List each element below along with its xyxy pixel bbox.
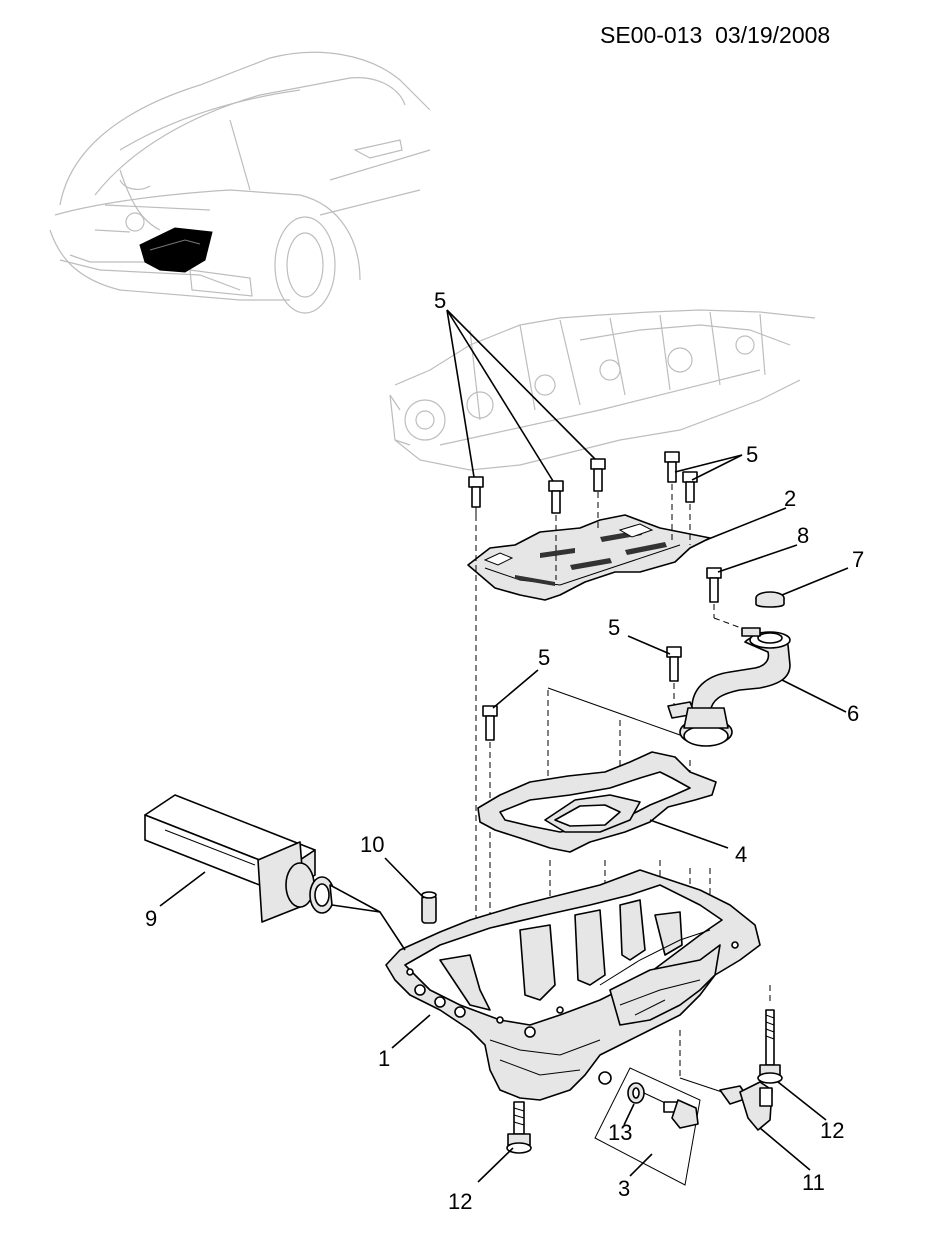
bolt (482, 705, 498, 741)
o-ring (755, 591, 785, 608)
callout-5: 5 (746, 442, 758, 467)
windage-tray (467, 514, 711, 601)
callout-1: 1 (378, 1046, 390, 1071)
long-bolt (757, 1009, 783, 1084)
callout-4: 4 (735, 842, 747, 867)
callout-13: 13 (608, 1120, 632, 1145)
dowel-pin (421, 891, 437, 924)
bolt (548, 480, 564, 514)
drain-plug-kit (594, 1067, 701, 1186)
bolt-set-lower (506, 1009, 783, 1154)
bolt (590, 458, 606, 492)
bolt (682, 471, 698, 503)
callout-6: 6 (847, 701, 859, 726)
callout-5: 5 (538, 645, 550, 670)
bolt (706, 567, 722, 603)
callout-9: 9 (145, 906, 157, 931)
callout-12: 12 (448, 1189, 472, 1214)
callout-7: 7 (852, 547, 864, 572)
reference-code: SE00-013 (600, 22, 703, 48)
callout-10: 10 (360, 832, 384, 857)
callout-3: 3 (618, 1176, 630, 1201)
highlighted-oil-pan-location (139, 227, 213, 273)
reference-date: 03/19/2008 (715, 22, 831, 48)
callout-2: 2 (784, 486, 796, 511)
callout-5: 5 (608, 615, 620, 640)
callout-labels: 5 5 2 8 7 5 5 6 4 10 9 1 12 13 3 11 12 5 (145, 288, 864, 1214)
callout-12: 12 (820, 1118, 844, 1143)
short-bolt (506, 1101, 532, 1154)
callout-11: 11 (802, 1170, 825, 1195)
bolt (468, 476, 484, 515)
callout-8: 8 (797, 523, 809, 548)
diagram-reference-header: SE00-013 03/19/2008 (600, 22, 830, 49)
callout-leaders (159, 309, 849, 1183)
oil-pan (385, 869, 761, 1101)
oil-level-sensor (679, 1077, 773, 1131)
vehicle-locator-sketch (49, 51, 431, 314)
bolt-set-upper (468, 451, 722, 741)
bolt (666, 646, 682, 682)
callout-5: 5 (434, 288, 446, 313)
oil-pickup-tube (667, 627, 791, 747)
sealant-tube (144, 794, 381, 923)
bolt (664, 451, 680, 483)
oil-pan-gasket (477, 751, 717, 853)
